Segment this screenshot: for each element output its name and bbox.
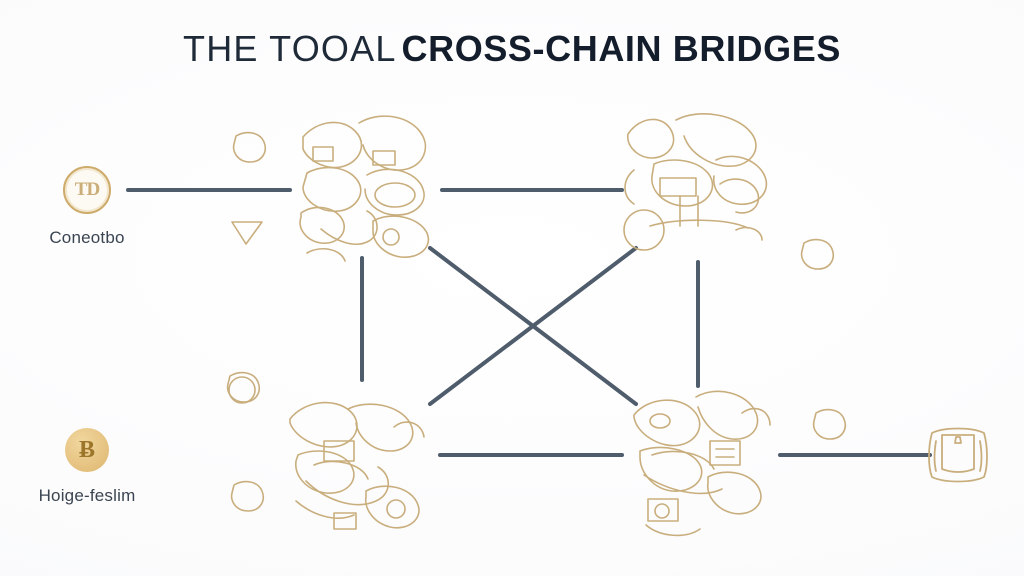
chain-node-bottom-left[interactable] <box>289 401 425 530</box>
decor-blob-1 <box>232 131 267 163</box>
edge-bottom-left-to-top-right <box>428 246 638 406</box>
decor-blob-5 <box>812 408 847 440</box>
legend-item-hoige-feslim[interactable]: Ƀ Hoige-feslim <box>12 428 162 506</box>
coin-glyph: TD <box>74 179 100 200</box>
decor-blob-4 <box>800 238 835 270</box>
legend-item-coneotbo[interactable]: TD Coneotbo <box>12 166 162 248</box>
page-title: THE TOOAL CROSS-CHAIN BRIDGES <box>0 28 1024 70</box>
bitcoin-coin-icon: Ƀ <box>65 428 109 472</box>
wallet-node-far-right[interactable] <box>928 427 988 483</box>
chain-node-top-right[interactable] <box>623 113 768 251</box>
legend-label-coneotbo: Coneotbo <box>49 228 125 247</box>
decor-blob-3 <box>230 480 265 512</box>
coin-glyph: Ƀ <box>78 436 95 463</box>
chain-node-top-left[interactable] <box>299 115 430 262</box>
page-title-bold: CROSS-CHAIN BRIDGES <box>401 28 841 69</box>
gold-ring-coin-icon: TD <box>63 166 111 214</box>
decor-circle-left <box>228 376 256 404</box>
decor-triangle <box>231 221 263 245</box>
chain-node-bottom-right[interactable] <box>633 390 771 537</box>
page-title-light: THE TOOAL <box>183 28 397 69</box>
legend-label-hoige-feslim: Hoige-feslim <box>38 486 136 505</box>
